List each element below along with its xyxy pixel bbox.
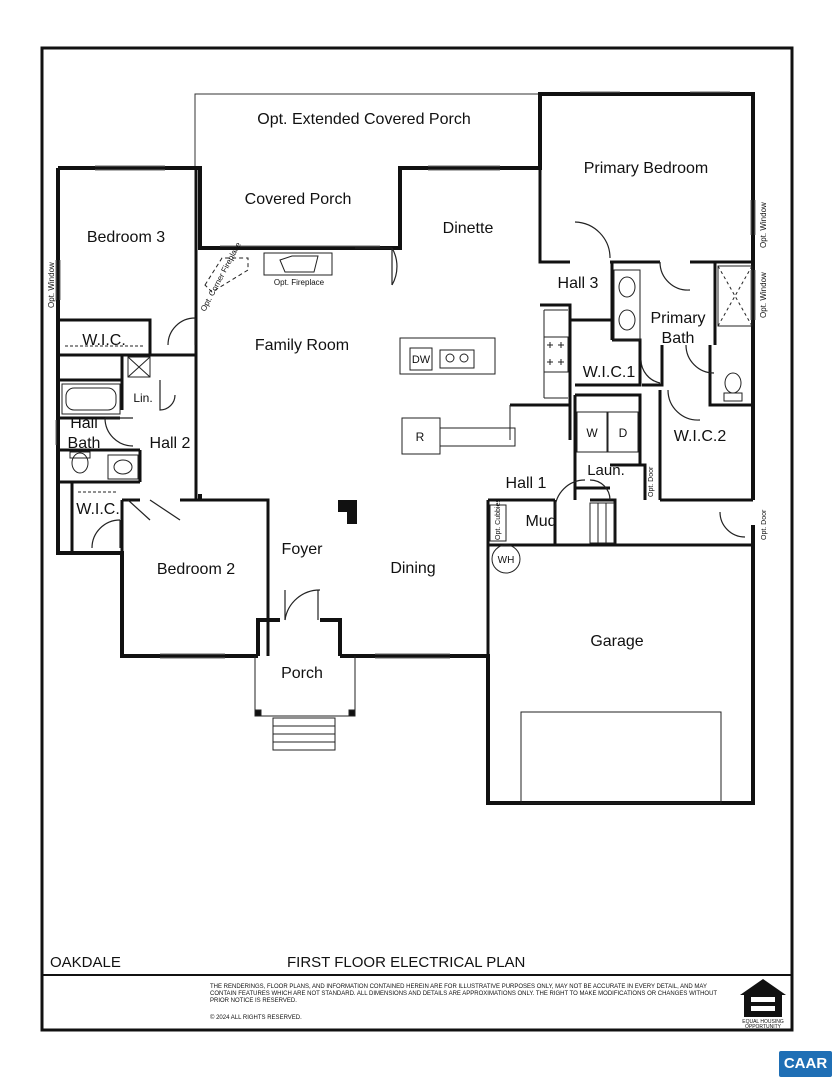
sheet-frame bbox=[40, 46, 794, 1032]
water-heater bbox=[491, 544, 521, 574]
label-family-room: Family Room bbox=[255, 337, 349, 354]
range-burners bbox=[547, 342, 564, 365]
range bbox=[543, 336, 569, 373]
cubbies bbox=[489, 504, 507, 542]
mud-steps bbox=[589, 502, 615, 544]
linen-x-box bbox=[127, 356, 151, 378]
label-wic-bed3: W.I.C. bbox=[82, 332, 126, 349]
copyright-text: © 2024 ALL RIGHTS RESERVED. bbox=[210, 1015, 302, 1021]
label-wic-2: W.I.C.2 bbox=[674, 428, 727, 445]
plan-title: FIRST FLOOR ELECTRICAL PLAN bbox=[287, 954, 526, 971]
shower bbox=[717, 265, 753, 327]
foyer-marker bbox=[338, 500, 357, 524]
column bbox=[198, 494, 202, 500]
fixtures bbox=[61, 252, 753, 804]
label-hall-3: Hall 3 bbox=[558, 275, 599, 292]
label-hall-bath-1: Hall bbox=[70, 415, 98, 432]
label-dw: DW bbox=[412, 354, 431, 366]
label-r: R bbox=[416, 430, 425, 444]
label-opt-door-garage: Opt. Door bbox=[761, 509, 768, 540]
label-porch: Porch bbox=[281, 665, 323, 682]
door-swings bbox=[91, 221, 746, 621]
kitchen-island bbox=[399, 337, 496, 375]
label-primary-bath-1: Primary bbox=[650, 310, 705, 327]
label-wic-bed2: W.I.C. bbox=[76, 501, 120, 518]
kitchen-sink bbox=[439, 349, 475, 369]
label-wic-1: W.I.C.1 bbox=[583, 364, 636, 381]
label-mud: Mud bbox=[525, 513, 556, 530]
label-covered-porch: Covered Porch bbox=[245, 191, 352, 208]
label-bedroom-2: Bedroom 2 bbox=[157, 561, 235, 578]
dryer bbox=[607, 411, 639, 453]
windows bbox=[55, 91, 756, 659]
plan-name: OAKDALE bbox=[50, 954, 121, 971]
label-hall-1: Hall 1 bbox=[506, 475, 547, 492]
title-block: OAKDALE FIRST FLOOR ELECTRICAL PLAN bbox=[44, 952, 792, 974]
label-hall-bath-2: Bath bbox=[68, 435, 101, 452]
label-wh: WH bbox=[498, 555, 515, 566]
equal-housing-text: EQUAL HOUSING OPPORTUNITY bbox=[742, 1019, 784, 1030]
label-laun: Laun. bbox=[587, 462, 625, 479]
label-opt-window-right-1: Opt. Window bbox=[759, 202, 768, 248]
label-opt-cubbies: Opt. Cubbies bbox=[495, 499, 502, 540]
equal-housing-logo: EQUAL HOUSING OPPORTUNITY bbox=[738, 977, 788, 1030]
label-bedroom-3: Bedroom 3 bbox=[87, 229, 165, 246]
label-dinette: Dinette bbox=[443, 220, 494, 237]
caar-badge: CAAR bbox=[779, 1051, 832, 1077]
corner-fireplace bbox=[204, 257, 249, 293]
label-opt-window-right-2: Opt. Window bbox=[759, 272, 768, 318]
garage-door bbox=[520, 711, 722, 804]
label-primary-bath-2: Bath bbox=[662, 330, 695, 347]
washer bbox=[576, 411, 608, 453]
room-labels: Opt. Extended Covered Porch Primary Bedr… bbox=[68, 111, 727, 682]
label-dining: Dining bbox=[390, 560, 435, 577]
label-foyer: Foyer bbox=[282, 541, 324, 558]
dishwasher bbox=[409, 347, 433, 371]
label-opt-corner-fireplace: Opt. Corner Fireplace bbox=[199, 240, 243, 313]
label-lin: Lin. bbox=[133, 391, 152, 405]
vanity bbox=[613, 269, 641, 341]
interior-walls bbox=[60, 168, 753, 656]
label-hall-2: Hall 2 bbox=[150, 435, 191, 452]
label-garage: Garage bbox=[590, 633, 643, 650]
fireplace bbox=[263, 252, 333, 276]
label-opt-extended-porch: Opt. Extended Covered Porch bbox=[257, 111, 470, 128]
bathtub bbox=[61, 383, 121, 415]
label-primary-bedroom: Primary Bedroom bbox=[584, 160, 708, 177]
house-icon bbox=[740, 979, 786, 1017]
disclaimer-text: THE RENDERINGS, FLOOR PLANS, AND INFORMA… bbox=[210, 984, 717, 1004]
label-opt-door-laun: Opt. Door bbox=[648, 466, 655, 497]
label-d: D bbox=[619, 426, 628, 440]
label-w: W bbox=[586, 426, 598, 440]
label-opt-window-left: Opt. Window bbox=[47, 262, 56, 308]
label-opt-fireplace: Opt. Fireplace bbox=[274, 278, 325, 287]
opt-extended-porch-outline bbox=[194, 93, 541, 167]
